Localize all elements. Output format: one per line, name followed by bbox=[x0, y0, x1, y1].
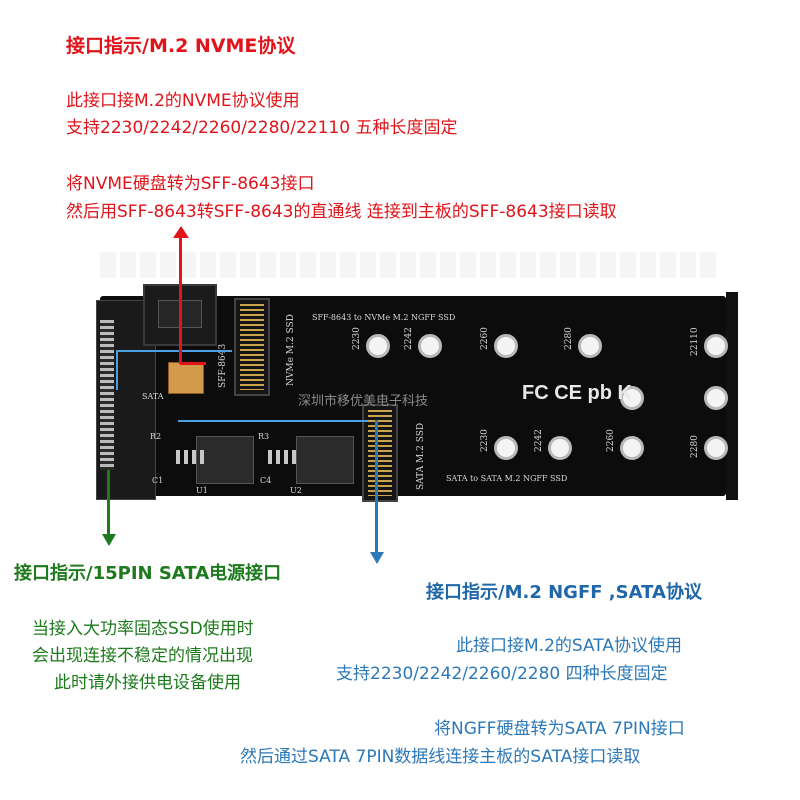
silk-len-top-4: 22110 bbox=[690, 327, 700, 356]
power-text-2: 会出现连接不稳定的情况出现 bbox=[32, 646, 253, 666]
m2-nvme-slot bbox=[234, 298, 270, 396]
board-edge bbox=[726, 292, 738, 500]
silk-nvme-m2: NVMe M.2 SSD bbox=[286, 314, 296, 386]
power-title: 接口指示/15PIN SATA电源接口 bbox=[14, 563, 282, 584]
nvme-text-4: 然后用SFF-8643转SFF-8643的直通线 连接到主板的SFF-8643接… bbox=[66, 202, 617, 222]
chip-u1-legs bbox=[176, 450, 206, 464]
certification-logos: FC CE pb K bbox=[522, 382, 632, 404]
ngff-text-2: 支持2230/2242/2260/2280 四种长度固定 bbox=[336, 664, 668, 684]
silk-len-top-2: 2260 bbox=[480, 327, 490, 350]
nvme-text-3: 将NVME硬盘转为SFF-8643接口 bbox=[66, 174, 315, 194]
ngff-text-1: 此接口接M.2的SATA协议使用 bbox=[456, 636, 682, 656]
mount-hole-mid-2 bbox=[704, 386, 728, 410]
silk-comp-3: U2 bbox=[290, 486, 302, 495]
chip-u2 bbox=[296, 436, 354, 484]
silk-len-top-0: 2230 bbox=[352, 327, 362, 350]
silk-len-top-3: 2280 bbox=[564, 327, 574, 350]
silk-comp-4: R3 bbox=[258, 432, 270, 441]
mount-hole-22110-top bbox=[704, 334, 728, 358]
nvme-title: 接口指示/M.2 NVME协议 bbox=[66, 35, 296, 57]
mount-hole-2280-top bbox=[578, 334, 602, 358]
silk-comp-2: U1 bbox=[196, 486, 208, 495]
power-text-1: 当接入大功率固态SSD使用时 bbox=[32, 619, 254, 639]
nvme-text-1: 此接口接M.2的NVME协议使用 bbox=[66, 91, 300, 111]
mount-hole-2242-bottom bbox=[548, 436, 572, 460]
silk-comp-1: C1 bbox=[152, 476, 164, 485]
power-text-3: 此时请外接供电设备使用 bbox=[54, 673, 241, 693]
m2-sata-slot bbox=[362, 404, 398, 502]
trace-1 bbox=[116, 350, 232, 352]
mount-hole-2280-bottom bbox=[704, 436, 728, 460]
silk-comp-5: C4 bbox=[260, 476, 272, 485]
silk-len-bottom-1: 2242 bbox=[534, 429, 544, 452]
chip-u2-legs bbox=[268, 450, 298, 464]
red-arrow-line bbox=[179, 234, 182, 364]
silk-sata-m2: SATA M.2 SSD bbox=[416, 422, 426, 490]
ngff-text-3: 将NGFF硬盘转为SATA 7PIN接口 bbox=[434, 719, 685, 739]
mount-hole-2260-top bbox=[494, 334, 518, 358]
ngff-title: 接口指示/M.2 NGFF ,SATA协议 bbox=[426, 582, 702, 603]
mount-hole-2242-top bbox=[418, 334, 442, 358]
silk-len-bottom-0: 2230 bbox=[480, 429, 490, 452]
red-arrow-foot bbox=[180, 362, 206, 365]
mount-hole-2260-bottom bbox=[620, 436, 644, 460]
blue-arrow-head-icon bbox=[370, 552, 384, 564]
silk-len-bottom-3: 2280 bbox=[690, 435, 700, 458]
mount-hole-2230-bottom bbox=[494, 436, 518, 460]
silk-bottom-label: SATA to SATA M.2 NGFF SSD bbox=[446, 474, 568, 483]
mount-hole-mid-1 bbox=[620, 386, 644, 410]
blue-arrow-line bbox=[375, 420, 378, 552]
mount-hole-2230-top bbox=[366, 334, 390, 358]
small-connector bbox=[168, 362, 204, 394]
silk-len-bottom-2: 2260 bbox=[606, 429, 616, 452]
watermark-text: 深圳市移优美电子科技 bbox=[298, 394, 429, 409]
red-arrow-head-icon bbox=[173, 226, 189, 238]
trace-3 bbox=[178, 420, 368, 422]
green-arrow-line bbox=[107, 470, 110, 536]
board-reflection bbox=[100, 252, 720, 278]
green-arrow-head-icon bbox=[102, 534, 116, 546]
trace-2 bbox=[116, 350, 118, 390]
silk-sata: SATA bbox=[142, 392, 164, 401]
silk-len-top-1: 2242 bbox=[404, 327, 414, 350]
sata-connector-pins bbox=[100, 320, 114, 470]
silk-top-label: SFF-8643 to NVMe M.2 NGFF SSD bbox=[312, 313, 456, 322]
nvme-text-2: 支持2230/2242/2260/2280/22110 五种长度固定 bbox=[66, 118, 458, 138]
ngff-text-4: 然后通过SATA 7PIN数据线连接主板的SATA接口读取 bbox=[240, 747, 641, 767]
silk-comp-0: R2 bbox=[150, 432, 162, 441]
